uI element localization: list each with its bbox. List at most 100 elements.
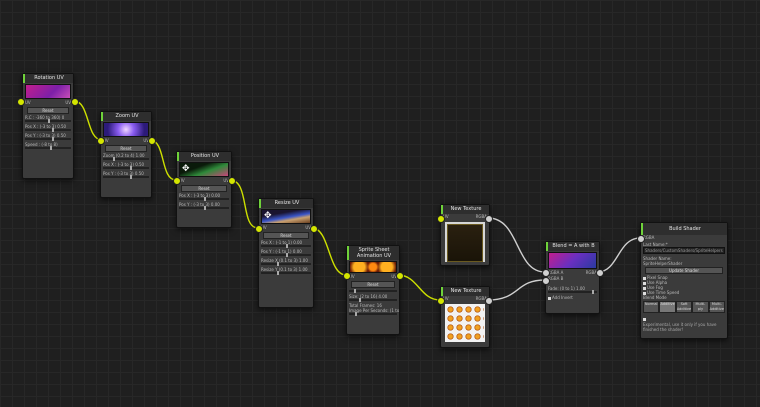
- pixel-snap-checkbox[interactable]: Pixel Snap: [641, 275, 727, 280]
- param-slider[interactable]: [25, 137, 71, 141]
- use-fog-checkbox[interactable]: Use Fog: [641, 285, 727, 290]
- param-label: Resize Y (0.1 to 3) 1.00: [261, 267, 308, 272]
- checkbox-label: Use Fog: [647, 285, 663, 290]
- input-port[interactable]: [437, 297, 445, 305]
- input-a-label: RGBA A: [548, 270, 564, 275]
- checkbox-label: Add Invert: [552, 295, 573, 300]
- param-label: Pos Y : (-3 to 3) 0.00: [179, 202, 220, 207]
- blend-mode-additive[interactable]: Additive: [659, 301, 676, 313]
- shader-path-label: Last Name:*: [643, 242, 668, 247]
- input-label: UV: [25, 100, 31, 105]
- input-label: UV: [443, 296, 449, 301]
- input-port[interactable]: [343, 272, 351, 280]
- input-port[interactable]: [255, 225, 263, 233]
- param-slider[interactable]: [261, 271, 311, 275]
- blend-mode-soft-additive[interactable]: Soft Additive: [675, 301, 693, 313]
- param-label: Size: (2 to 16) 4.00: [349, 294, 388, 299]
- param-slider[interactable]: [25, 119, 71, 123]
- shader-path-input[interactable]: Shaders/CustomShaders/SpriteHelpers: [643, 247, 725, 254]
- input-label: UV: [179, 178, 185, 183]
- blend-mode-multiply[interactable]: Multi-ply: [692, 301, 709, 313]
- input-label: UV: [349, 274, 355, 279]
- param-slider[interactable]: [261, 244, 311, 248]
- preview-image: [103, 122, 149, 137]
- param-slider[interactable]: [103, 157, 149, 161]
- output-port[interactable]: [485, 215, 493, 223]
- input-port[interactable]: [173, 177, 181, 185]
- texture-slot[interactable]: [445, 304, 485, 342]
- wire-tex2-blend: [487, 279, 546, 301]
- preview-image: [25, 84, 71, 99]
- reset-button[interactable]: Reset: [263, 232, 309, 239]
- output-label: UV: [65, 100, 71, 105]
- reset-button[interactable]: Reset: [105, 145, 147, 152]
- param-slider[interactable]: [349, 298, 397, 302]
- input-port-a[interactable]: [542, 269, 550, 277]
- param-slider[interactable]: [261, 262, 311, 266]
- param-slider[interactable]: [103, 166, 149, 170]
- use-time-speed-checkbox[interactable]: Use Time Speed: [641, 290, 727, 295]
- preview-image: [349, 261, 397, 273]
- shader-name-value[interactable]: SpriteHelperShader: [643, 261, 683, 266]
- input-port[interactable]: [437, 215, 445, 223]
- blend-mode-normal[interactable]: Normal: [643, 301, 660, 313]
- reset-button[interactable]: Reset: [27, 107, 69, 114]
- param-label: Pos X : (-3 to 3) 0.50: [25, 124, 67, 129]
- param-slider[interactable]: [179, 206, 229, 210]
- blend-mode-selector: Normal Additive Soft Additive Multi-ply …: [643, 301, 726, 313]
- param-label: Fade: (0 to 1) 1.00: [548, 286, 585, 291]
- build-shader-node[interactable]: Build Shader RGBA Last Name:* Shaders/Cu…: [640, 222, 728, 339]
- input-port[interactable]: [97, 137, 105, 145]
- input-label: UV: [261, 225, 267, 230]
- reset-button[interactable]: Reset: [351, 281, 395, 288]
- output-port[interactable]: [71, 98, 79, 106]
- update-shader-button[interactable]: Update Shader: [645, 267, 723, 274]
- texture-slot[interactable]: [445, 222, 485, 262]
- output-port[interactable]: [396, 272, 404, 280]
- move-icon: ✥: [264, 211, 272, 221]
- output-port[interactable]: [485, 297, 493, 305]
- output-port[interactable]: [310, 225, 318, 233]
- param-label: Pos X : (-3 to 3) 0.50: [103, 162, 145, 167]
- reset-button[interactable]: Reset: [181, 185, 227, 192]
- param-slider[interactable]: [261, 253, 311, 257]
- checkbox-label: Use Time Speed: [647, 290, 680, 295]
- experimental-checkbox[interactable]: [641, 316, 727, 321]
- output-port[interactable]: [596, 269, 604, 277]
- param-slider[interactable]: [25, 128, 71, 132]
- param-slider[interactable]: [179, 197, 229, 201]
- param-slider[interactable]: [349, 312, 397, 316]
- param-slider[interactable]: [548, 290, 597, 294]
- param-slider[interactable]: [25, 146, 71, 150]
- node-title: New Texture: [441, 205, 489, 214]
- input-port-b[interactable]: [542, 277, 550, 285]
- param-slider[interactable]: [349, 289, 397, 293]
- checkbox-label: Pixel Snap: [647, 275, 668, 280]
- output-port[interactable]: [228, 177, 236, 185]
- input-label: UV: [443, 214, 449, 219]
- wire-blend-build: [597, 237, 641, 273]
- input-port[interactable]: [17, 98, 25, 106]
- experimental-note: Experimental, use it only if you have fi…: [643, 322, 717, 332]
- node-title: Resize UV: [259, 199, 313, 208]
- param-slider[interactable]: [103, 175, 149, 179]
- output-label: RGBA: [585, 270, 597, 275]
- use-alpha-checkbox[interactable]: Use Alpha: [641, 280, 727, 285]
- input-b-label: RGBA B: [548, 276, 564, 281]
- checkbox-label: Use Alpha: [647, 280, 668, 285]
- add-invert-checkbox[interactable]: Add Invert: [546, 295, 599, 300]
- blend-mode-multi-additive[interactable]: Multi-Additive: [708, 301, 726, 313]
- output-label: RGBA: [475, 296, 487, 301]
- input-port[interactable]: [637, 235, 645, 243]
- param-label: R.C : -360 to 360) 0: [25, 115, 65, 120]
- output-port[interactable]: [148, 137, 156, 145]
